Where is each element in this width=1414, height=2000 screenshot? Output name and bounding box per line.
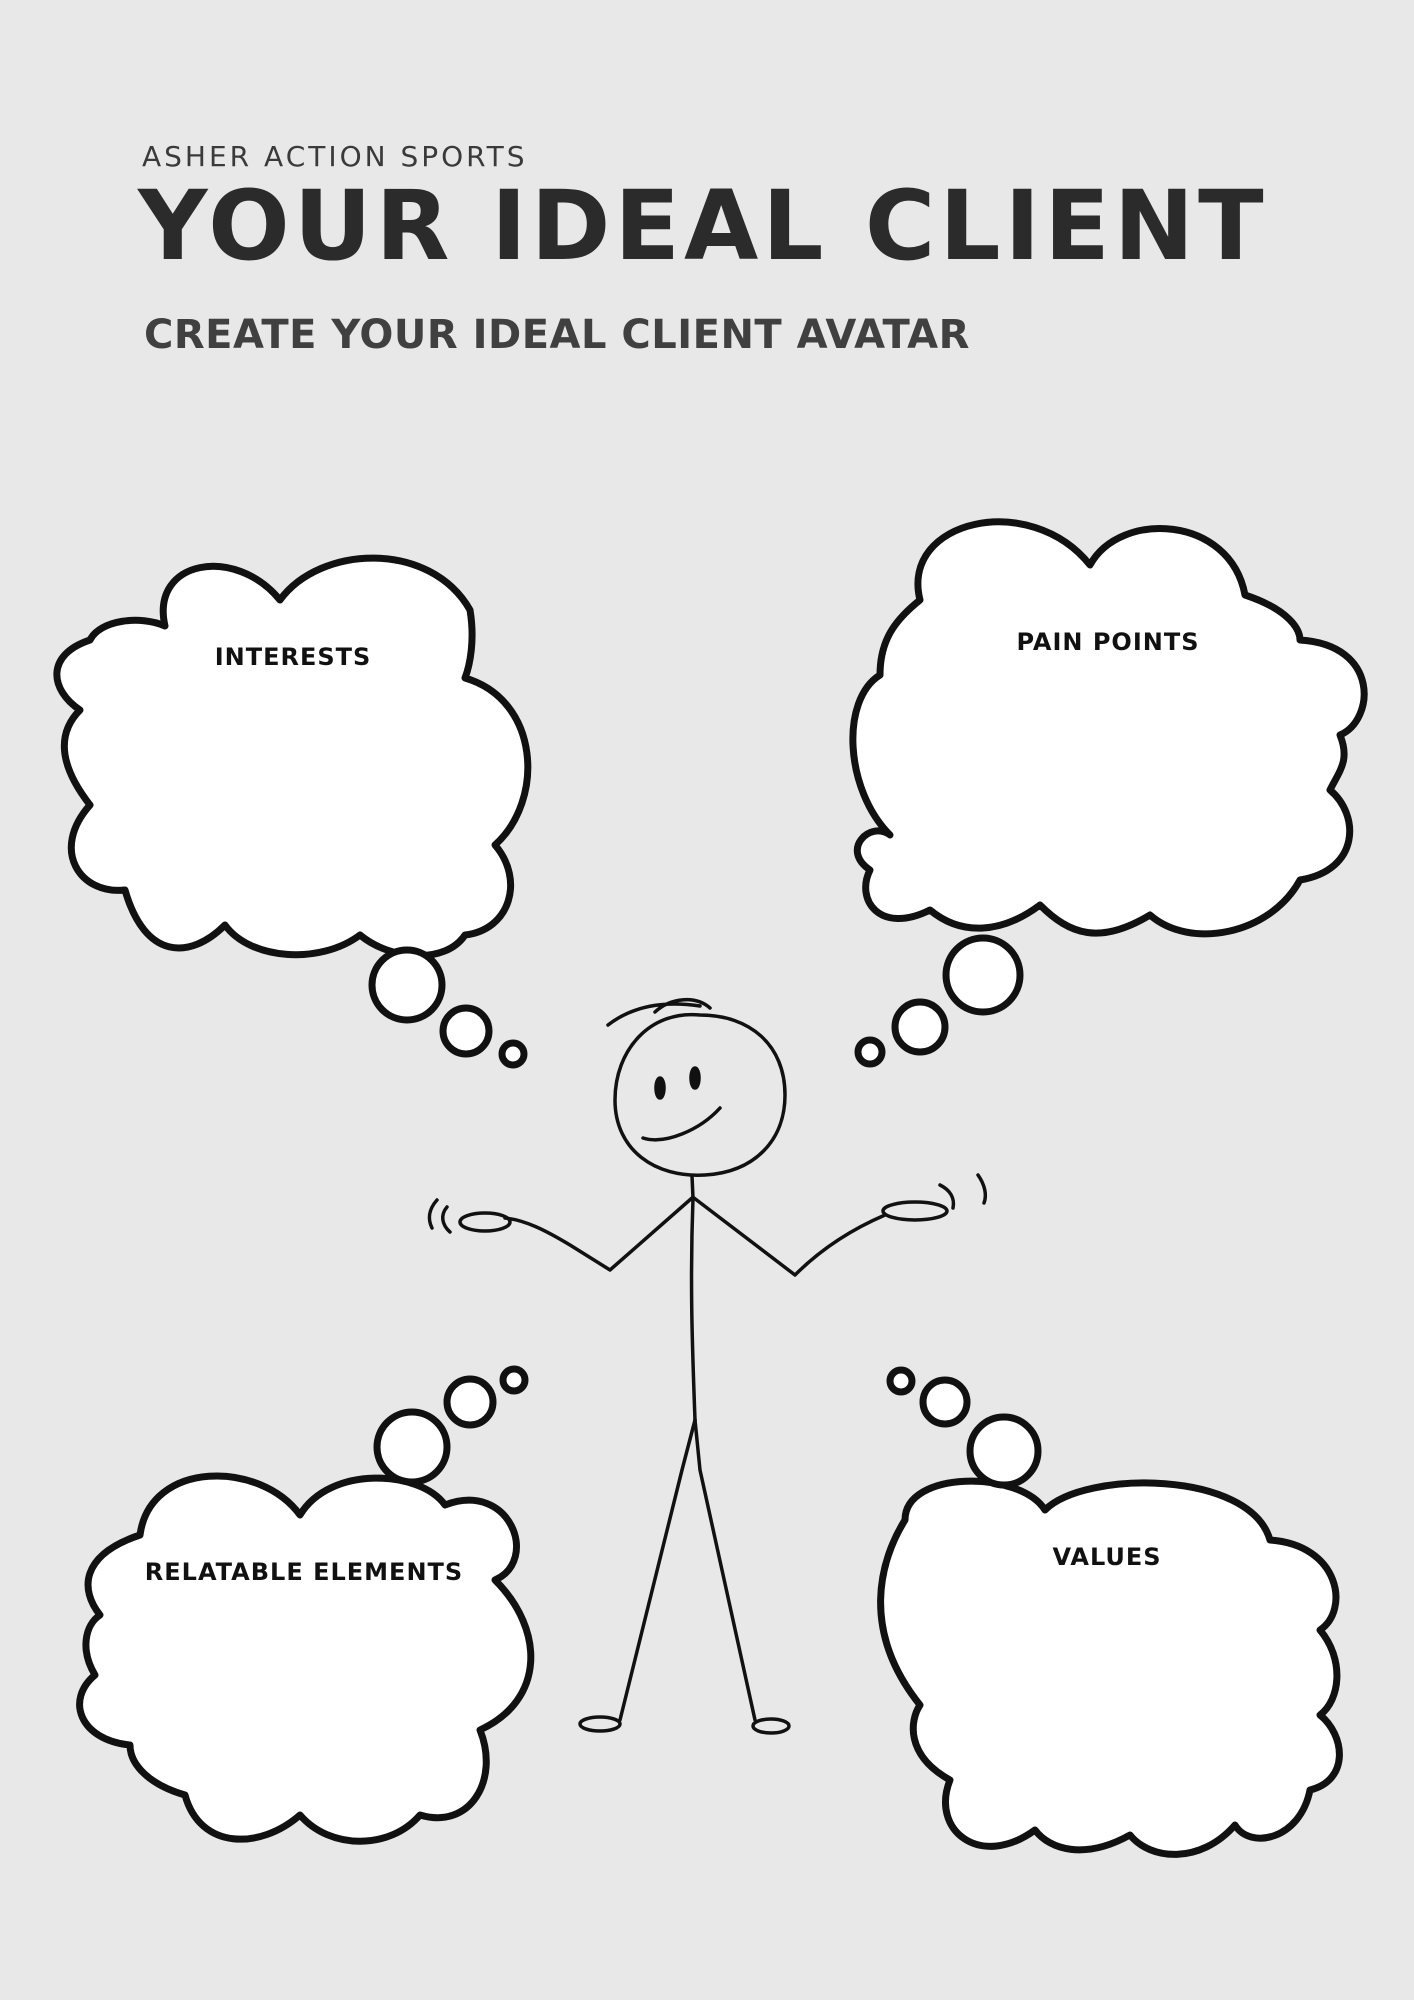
interests-label: INTERESTS (215, 643, 372, 671)
page-subtitle: CREATE YOUR IDEAL CLIENT AVATAR (144, 312, 970, 358)
pain-points-bubble-large (942, 934, 1024, 1016)
pain-points-cloud (849, 518, 1368, 1068)
interests-cloud (53, 554, 532, 1069)
values-bubble-medium (919, 1376, 971, 1428)
interests-bubble-small (498, 1039, 528, 1069)
page-title: YOUR IDEAL CLIENT (138, 170, 1268, 282)
interests-bubble-large (368, 946, 446, 1024)
pain-points-label: PAIN POINTS (1017, 628, 1200, 656)
values-bubble-small (886, 1366, 916, 1396)
brand-name: ASHER ACTION SPORTS (142, 140, 528, 173)
relatable-bubble-small (499, 1365, 529, 1395)
values-bubble-large (966, 1413, 1042, 1489)
relatable-bubble-large (373, 1408, 451, 1486)
values-label: VALUES (1052, 1543, 1161, 1571)
relatable-elements-label: RELATABLE ELEMENTS (145, 1558, 463, 1586)
stick-figure (427, 997, 988, 1735)
pain-points-bubble-small (854, 1036, 886, 1068)
relatable-elements-cloud (76, 1365, 535, 1845)
interests-bubble-medium (439, 1004, 493, 1058)
relatable-bubble-medium (443, 1375, 497, 1429)
pain-points-bubble-medium (891, 998, 949, 1056)
values-cloud (877, 1366, 1343, 1858)
